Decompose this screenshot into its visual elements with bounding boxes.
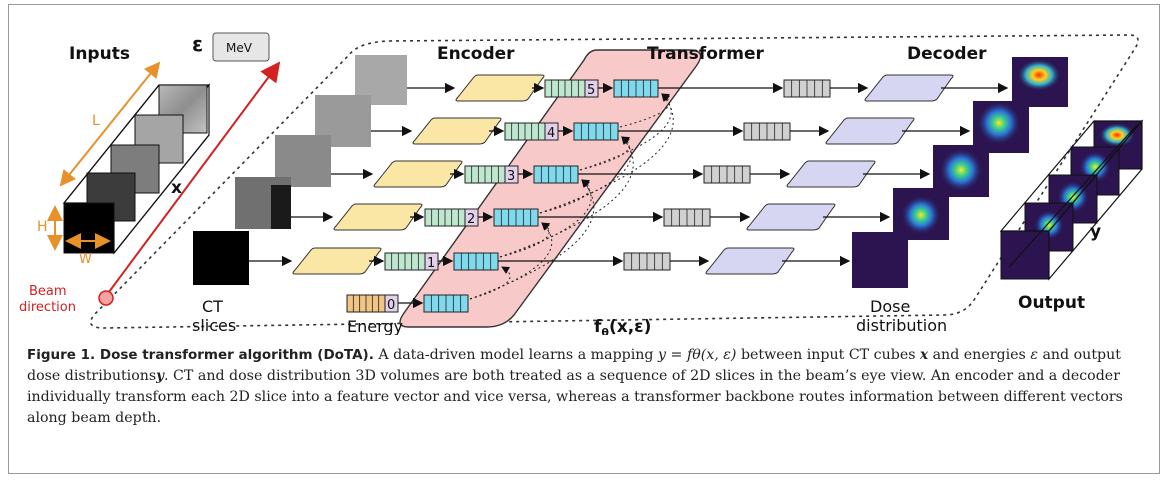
beam-direction-label-1: Beam [29, 284, 67, 299]
ct-slices-label-1: CT [202, 297, 223, 316]
output-dose-cube [999, 119, 1144, 281]
decoder-block-3 [786, 160, 876, 188]
caption-x: x [920, 347, 929, 363]
encoder-block-1 [292, 247, 382, 275]
ct-slices-label-2: slices [192, 316, 236, 335]
beam-direction-arrow [105, 61, 281, 297]
figure-caption: Figure 1. Dose transformer algorithm (Do… [27, 345, 1142, 429]
caption-eps: ε [1030, 347, 1038, 363]
token-index-4: 4 [547, 126, 555, 141]
dim-l-arrow [59, 61, 161, 187]
dim-l-label: L [92, 113, 100, 129]
transformer-title: Transformer [647, 44, 765, 64]
dota-diagram: Inputs ε MeV x L H W Beam direction [19, 32, 1144, 335]
caption-text-5: . CT and dose distribution 3D volumes ar… [27, 368, 1123, 426]
ct-slice-stack [193, 55, 407, 285]
figure-frame: Inputs ε MeV x L H W Beam direction [8, 4, 1160, 474]
energy-symbol: ε [192, 32, 203, 56]
encoder-block-4 [412, 117, 502, 145]
decoder-block-4 [825, 117, 915, 145]
attention-link [579, 93, 672, 171]
encoder-block-2 [333, 203, 423, 231]
inputs-title: Inputs [69, 44, 130, 64]
caption-text-4: and output dose distributions [27, 347, 1121, 384]
mev-box [212, 32, 270, 62]
attention-link [469, 179, 595, 300]
dose-label-2: distribution [856, 316, 947, 335]
function-label: fθ(x,ε) [594, 317, 651, 335]
output-variable-y: y [1090, 222, 1101, 242]
dim-h-label: H [37, 219, 48, 235]
token-index-5: 5 [587, 83, 595, 98]
attention-link [469, 222, 553, 300]
dose-distribution-stack [852, 57, 1068, 288]
model-dashed-outline [89, 34, 1139, 329]
input-variable-x: x [171, 178, 182, 198]
beam-source-dot [98, 290, 114, 306]
token-index-2: 2 [467, 212, 475, 227]
decoder-block-1 [705, 247, 795, 275]
caption-title: Figure 1. Dose transformer algorithm (Do… [27, 347, 374, 363]
token-index-0: 0 [387, 298, 395, 313]
dim-w-label: W [79, 252, 92, 267]
decoder-title: Decoder [907, 44, 987, 64]
caption-equation: y = fθ(x, ε) [658, 347, 737, 363]
mev-unit: MeV [226, 41, 253, 55]
caption-y: y [156, 368, 165, 384]
caption-text-2: between input CT cubes [740, 347, 916, 363]
dose-label-1: Dose [870, 297, 910, 316]
encoder-block-3 [373, 160, 463, 188]
beam-direction-label-2: direction [19, 300, 76, 315]
input-ct-cube [62, 83, 211, 255]
caption-text-3: and energies [932, 347, 1026, 363]
decoder-block-5 [864, 74, 954, 102]
energy-token-label: Energy [347, 317, 403, 335]
output-title: Output [1018, 293, 1085, 313]
token-index-3: 3 [507, 169, 515, 184]
token-index-1: 1 [427, 256, 435, 271]
token-rows: 5 4 3 2 1 0 [249, 74, 1009, 313]
caption-text-1: A data-driven model learns a mapping [378, 347, 654, 363]
decoder-block-2 [746, 203, 836, 231]
encoder-block-5 [455, 74, 545, 102]
encoder-title: Encoder [437, 44, 515, 64]
